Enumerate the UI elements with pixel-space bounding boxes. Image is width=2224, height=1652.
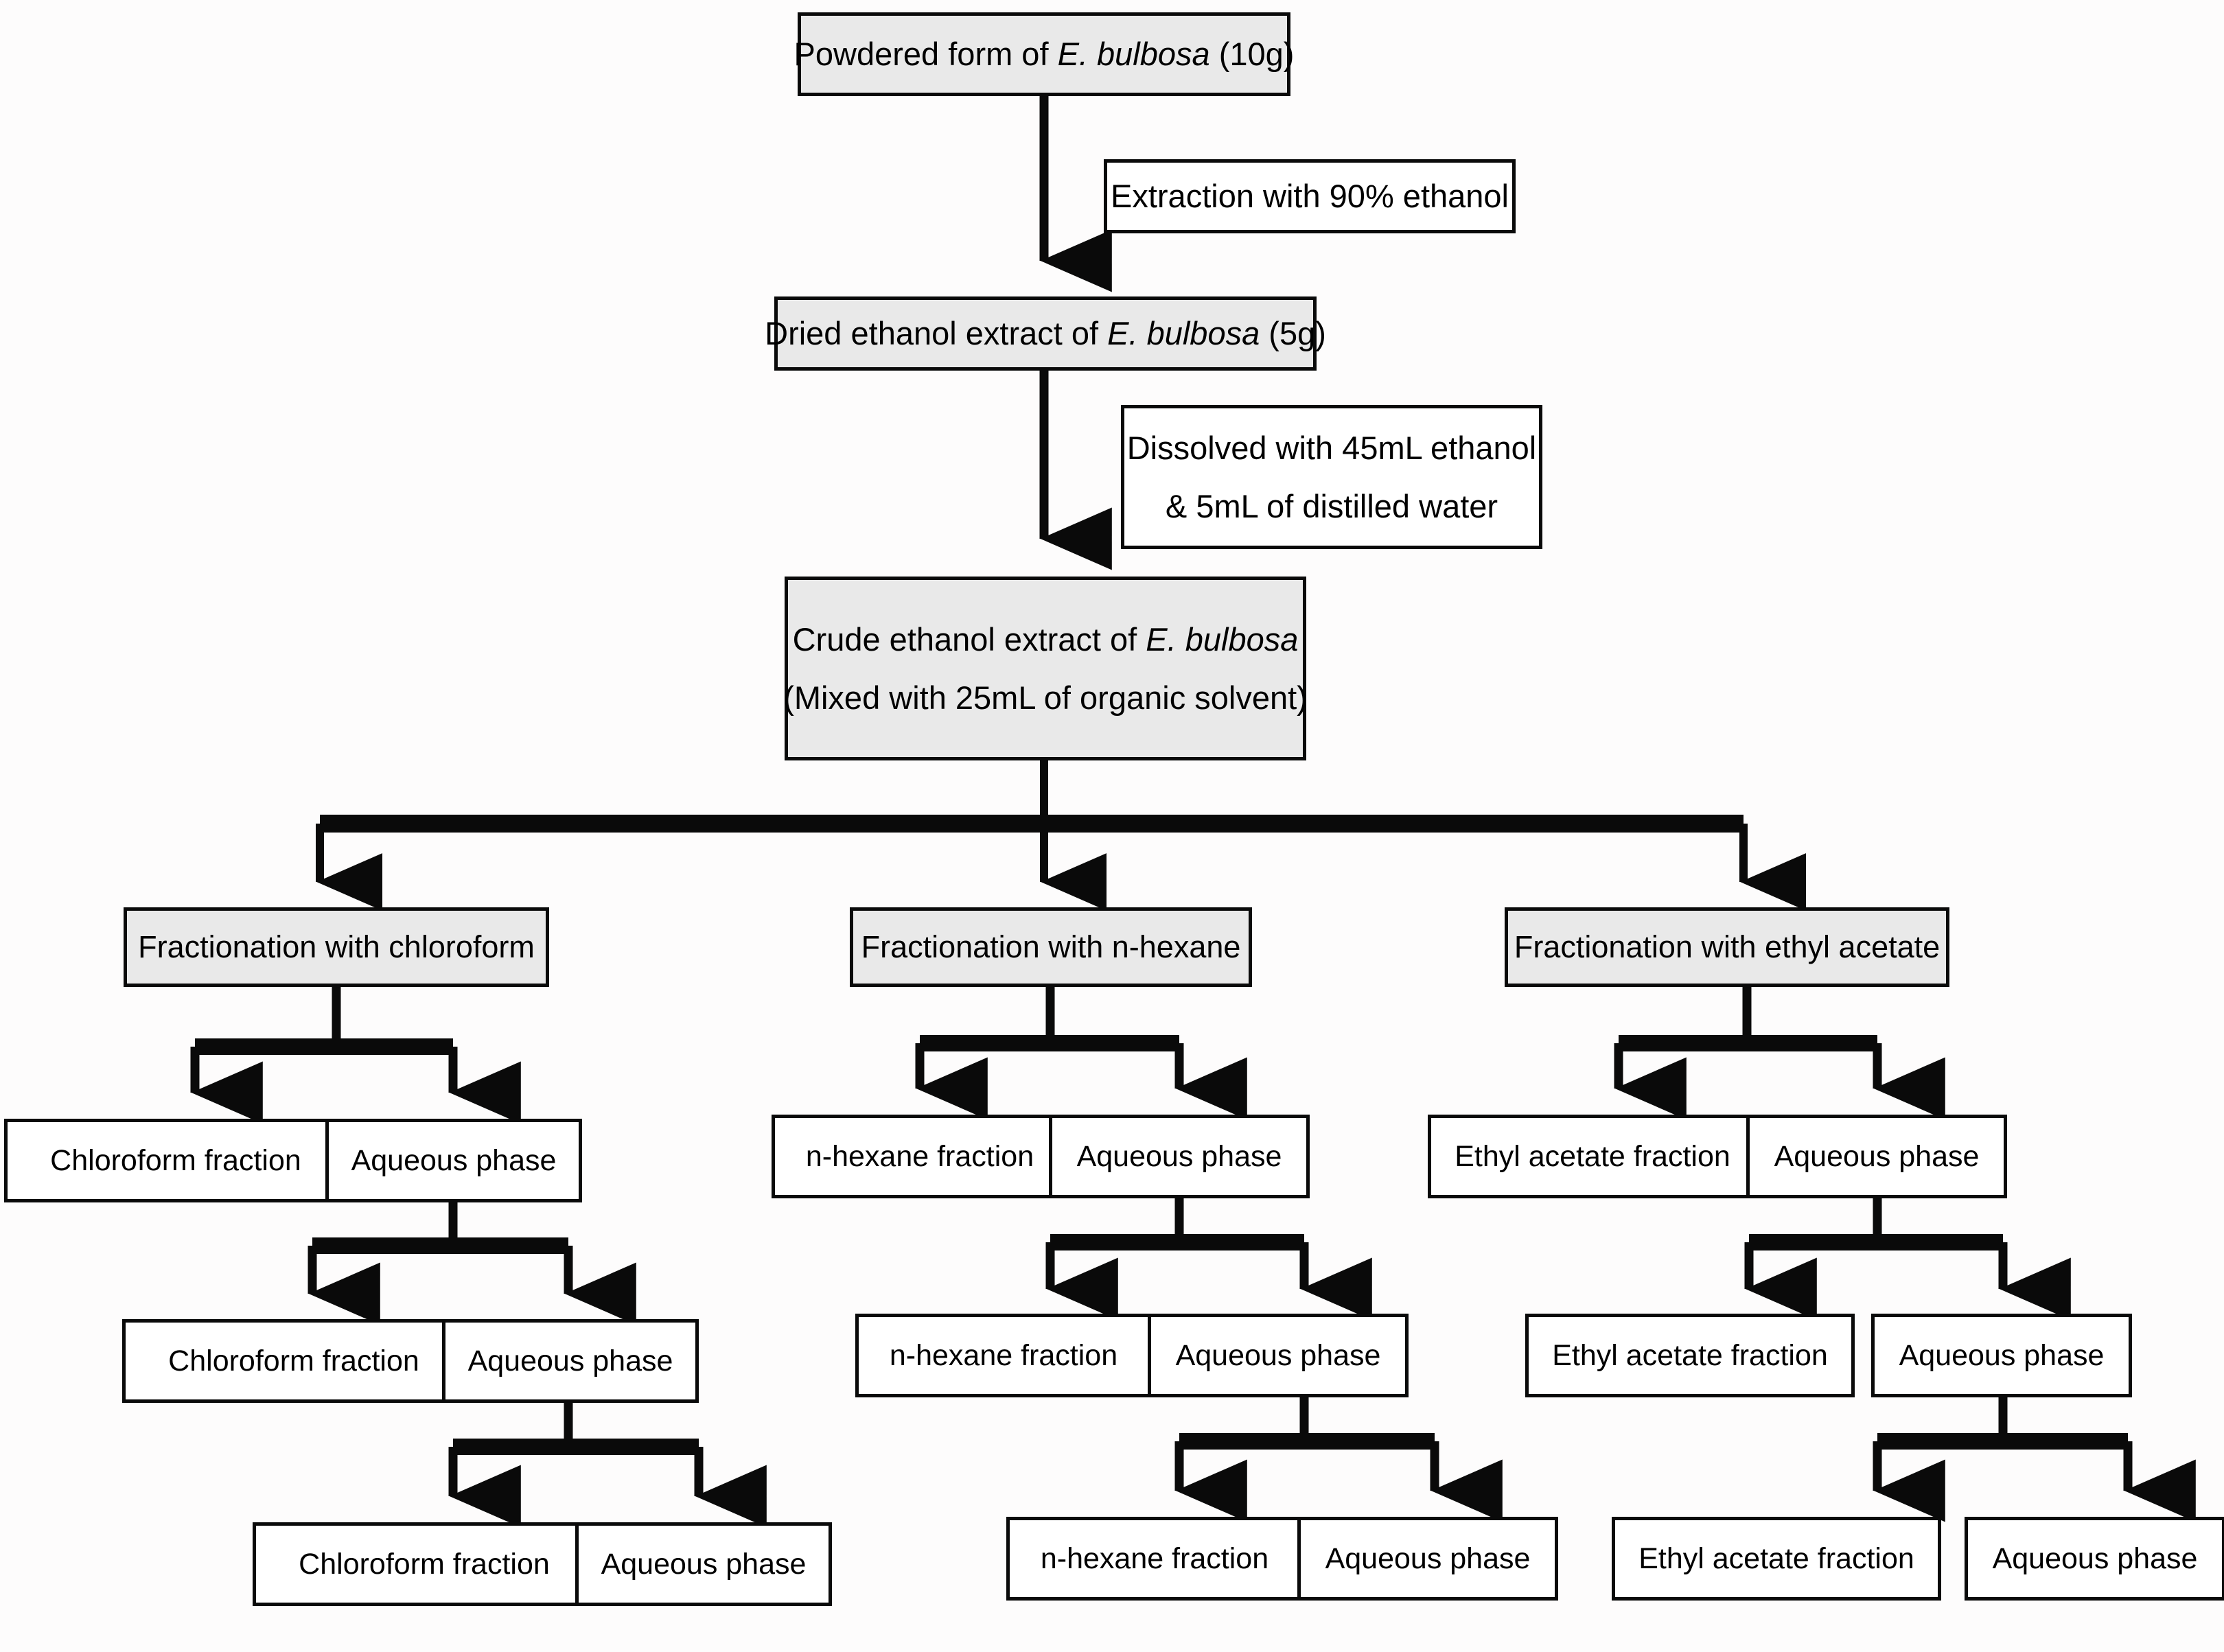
node-aqueous-phase-c2: Aqueous phase [442,1319,699,1403]
node-chloroform-fraction-l1: Chloroform fraction [4,1119,347,1202]
node-aqueous-phase-h3: Aqueous phase [1297,1517,1558,1601]
node-crude-extract-line2: (Mixed with 25mL of organic solvent) [783,679,1308,716]
note-dissolve-line2: & 5mL of distilled water [1165,488,1498,524]
note-extraction-ethanol-text: Extraction with 90% ethanol [1111,178,1509,215]
node-aqueous-phase-c2-text: Aqueous phase [467,1344,673,1377]
node-fractionation-chloroform-text: Fractionation with chloroform [138,929,535,965]
node-ethyl-acetate-fraction-l3-text: Ethyl acetate fraction [1638,1542,1914,1575]
note-extraction-ethanol: Extraction with 90% ethanol [1104,159,1516,233]
node-fractionation-hexane-text: Fractionation with n-hexane [861,929,1241,965]
node-fractionation-ethyl-acetate: Fractionation with ethyl acetate [1505,907,1949,987]
node-powdered-form: Powdered form of E. bulbosa (10g) [794,12,1294,96]
node-hexane-fraction-l2-text: n-hexane fraction [889,1338,1118,1372]
node-hexane-fraction-l1-text: n-hexane fraction [805,1139,1034,1173]
node-hexane-fraction-l3: n-hexane fraction [1006,1517,1303,1601]
node-ethyl-acetate-fraction-l1-text: Ethyl acetate fraction [1455,1139,1730,1173]
node-aqueous-phase-e1: Aqueous phase [1746,1115,2007,1198]
node-powdered-form-text: Powdered form of E. bulbosa (10g) [794,36,1295,73]
node-fractionation-chloroform: Fractionation with chloroform [124,907,549,987]
node-chloroform-fraction-l3: Chloroform fraction [253,1522,596,1606]
node-dried-extract-text: Dried ethanol extract of E. bulbosa (5g) [765,315,1326,352]
node-aqueous-phase-e1-text: Aqueous phase [1774,1139,1980,1173]
node-fractionation-hexane: Fractionation with n-hexane [850,907,1252,987]
node-chloroform-fraction-l2: Chloroform fraction [122,1319,465,1403]
node-chloroform-fraction-l1-text: Chloroform fraction [50,1143,301,1177]
node-ethyl-acetate-fraction-l1: Ethyl acetate fraction [1428,1115,1757,1198]
node-aqueous-phase-h2-text: Aqueous phase [1175,1338,1381,1372]
node-aqueous-phase-c3: Aqueous phase [575,1522,832,1606]
note-dissolve: Dissolved with 45mL ethanol & 5mL of dis… [1121,405,1542,549]
node-ethyl-acetate-fraction-l2-text: Ethyl acetate fraction [1552,1338,1828,1372]
node-aqueous-phase-h1: Aqueous phase [1049,1115,1310,1198]
node-dried-extract: Dried ethanol extract of E. bulbosa (5g) [765,296,1326,371]
node-chloroform-fraction-l3-text: Chloroform fraction [299,1547,550,1581]
node-aqueous-phase-e3: Aqueous phase [1965,1517,2224,1601]
node-crude-extract: Crude ethanol extract of E. bulbosa (Mix… [783,577,1308,760]
node-aqueous-phase-e2-text: Aqueous phase [1899,1338,2105,1372]
node-aqueous-phase-c3-text: Aqueous phase [601,1547,807,1581]
node-crude-extract-line1: Crude ethanol extract of E. bulbosa [792,620,1299,658]
node-hexane-fraction-l3-text: n-hexane fraction [1040,1542,1269,1575]
node-aqueous-phase-c1-text: Aqueous phase [351,1143,557,1177]
node-ethyl-acetate-fraction-l3: Ethyl acetate fraction [1612,1517,1941,1601]
node-hexane-fraction-l2: n-hexane fraction [855,1314,1152,1397]
node-aqueous-phase-h2: Aqueous phase [1148,1314,1409,1397]
node-ethyl-acetate-fraction-l2: Ethyl acetate fraction [1525,1314,1855,1397]
node-hexane-fraction-l1: n-hexane fraction [772,1115,1068,1198]
node-aqueous-phase-e3-text: Aqueous phase [1992,1542,2198,1575]
note-dissolve-line1: Dissolved with 45mL ethanol [1126,429,1537,466]
node-aqueous-phase-e2: Aqueous phase [1871,1314,2132,1397]
node-chloroform-fraction-l2-text: Chloroform fraction [168,1344,419,1377]
node-aqueous-phase-h1-text: Aqueous phase [1076,1139,1282,1173]
node-aqueous-phase-h3-text: Aqueous phase [1325,1542,1531,1575]
node-fractionation-ethyl-acetate-text: Fractionation with ethyl acetate [1514,929,1941,965]
node-aqueous-phase-c1: Aqueous phase [325,1119,582,1202]
